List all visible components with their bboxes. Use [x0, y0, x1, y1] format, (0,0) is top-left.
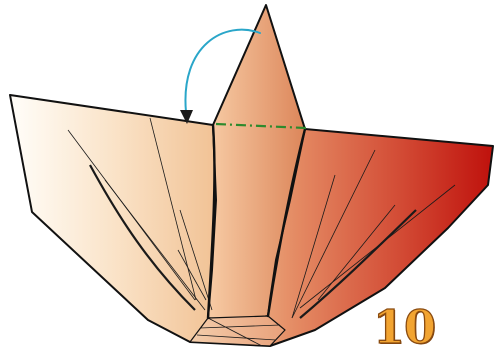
step-number: 10: [373, 301, 463, 353]
